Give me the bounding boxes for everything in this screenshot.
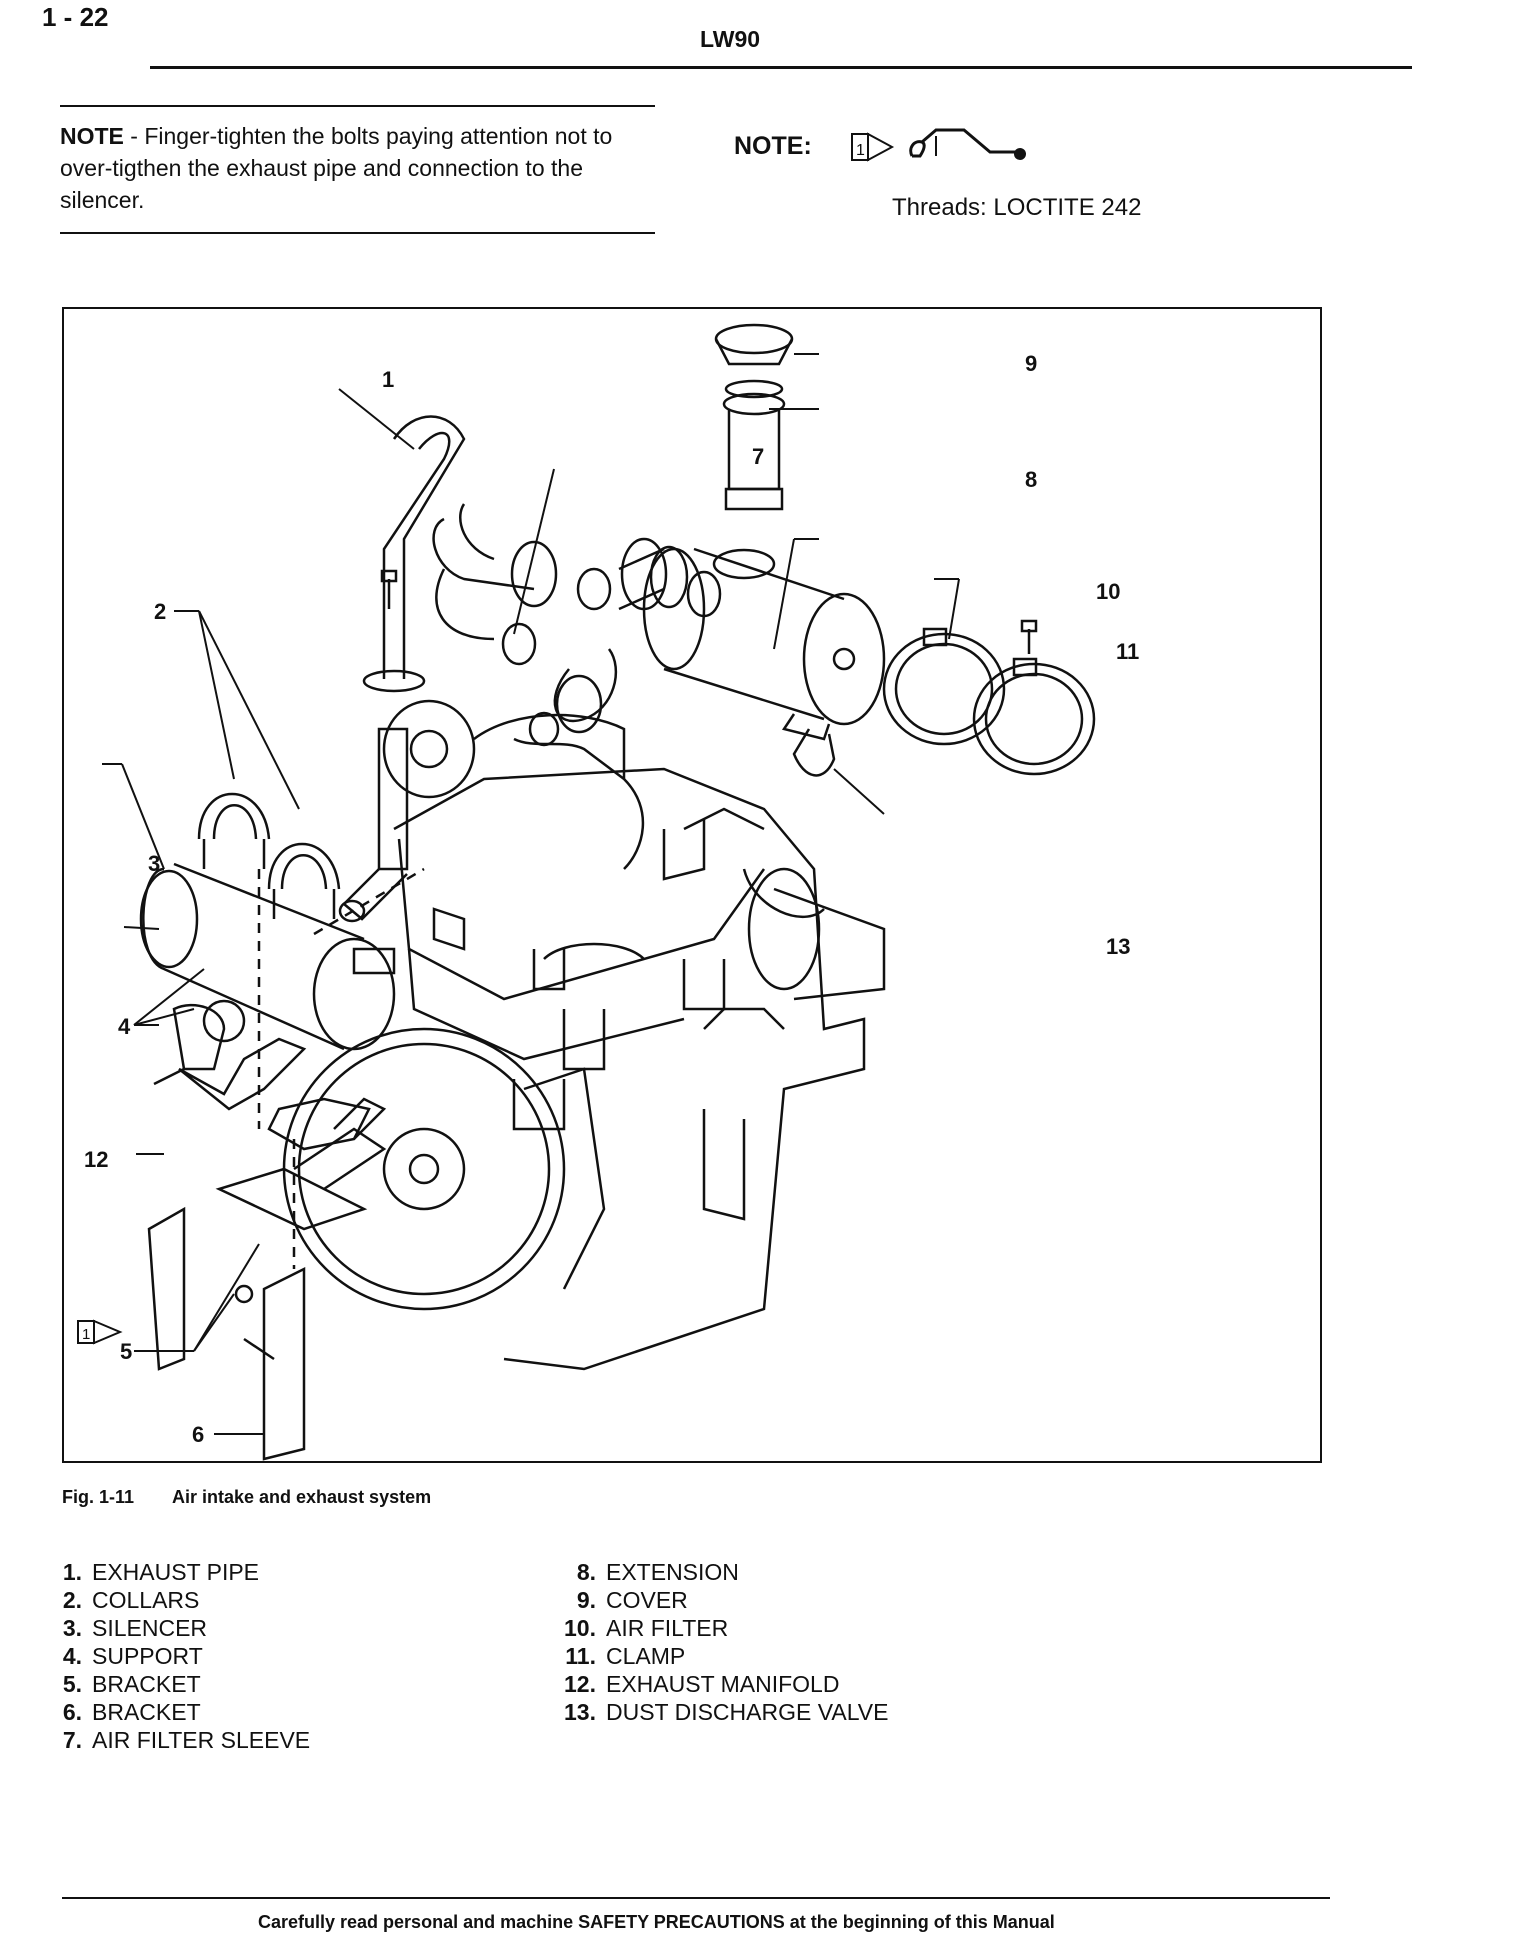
parts-legend-right: 8. EXTENSION 9. COVER 10. AIR FILTER 11. CLA… — [542, 1558, 888, 1726]
legend-item-label: BRACKET — [92, 1671, 201, 1697]
legend-item: 10. AIR FILTER — [542, 1614, 888, 1642]
legend-item-label: BRACKET — [92, 1699, 201, 1725]
legend-item: 8. EXTENSION — [542, 1558, 888, 1586]
callout-4: 4 — [118, 1014, 131, 1039]
figure-reference-symbol-number: 1 — [82, 1326, 90, 1343]
footer-safety-notice: Carefully read personal and machine SAFE… — [258, 1912, 1055, 1932]
figure-number: Fig. 1-11 — [62, 1487, 135, 1507]
figure-title: Air intake and exhaust system — [172, 1487, 432, 1507]
legend-item: 6. BRACKET — [42, 1698, 310, 1726]
legend-item-label: AIR FILTER — [606, 1615, 729, 1641]
legend-item-label: COVER — [606, 1587, 688, 1613]
legend-item-label: EXTENSION — [606, 1559, 739, 1585]
loctite-symbol-icon: 1 — [851, 128, 1026, 162]
legend-item-label: DUST DISCHARGE VALVE — [606, 1699, 889, 1725]
document-code: LW90 — [700, 26, 761, 52]
legend-item-label: CLAMP — [606, 1643, 686, 1669]
legend-item-number: 3. — [62, 1615, 82, 1641]
engine-exploded-drawing: 1 1 2 3 4 5 6 7 8 9 10 11 12 13 — [77, 323, 1139, 1461]
note-label: NOTE — [60, 123, 124, 149]
legend-item: 13. DUST DISCHARGE VALVE — [542, 1698, 888, 1726]
legend-item-number: 9. — [576, 1587, 596, 1613]
legend-item-number: 2. — [62, 1587, 82, 1613]
callout-11: 11 — [1116, 639, 1139, 664]
callout-5: 5 — [120, 1339, 132, 1364]
callout-3: 3 — [148, 851, 160, 876]
callout-8: 8 — [1025, 467, 1037, 492]
legend-item: 2. COLLARS — [42, 1586, 310, 1614]
legend-item: 9. COVER — [542, 1586, 888, 1614]
legend-item-label: SILENCER — [92, 1615, 208, 1641]
figure-air-intake-exhaust: 1 1 2 3 4 5 6 7 8 9 10 11 12 13 — [62, 307, 1322, 1463]
legend-item: 4. SUPPORT — [42, 1642, 310, 1670]
callout-6: 6 — [192, 1422, 204, 1447]
legend-item: 1. EXHAUST PIPE — [42, 1558, 310, 1586]
legend-item-label: COLLARS — [92, 1587, 200, 1613]
note-text: - Finger-tighten the bolts paying attent… — [60, 123, 613, 213]
loctite-symbol-number: 1 — [856, 142, 865, 159]
legend-item-number: 8. — [576, 1559, 596, 1585]
legend-item-number: 11. — [565, 1643, 596, 1669]
legend-item: 3. SILENCER — [42, 1614, 310, 1642]
legend-item-number: 6. — [62, 1699, 82, 1725]
note-bottom-rule — [60, 232, 655, 234]
legend-item: 11. CLAMP — [542, 1642, 888, 1670]
legend-item: 5. BRACKET — [42, 1670, 310, 1698]
header-rule — [150, 66, 1412, 69]
legend-item-number: 1. — [62, 1559, 82, 1585]
legend-item-number: 7. — [62, 1727, 82, 1753]
figure-caption: Fig. 1-11 Air intake and exhaust system — [62, 1487, 431, 1508]
note-finger-tighten: NOTE - Finger-tighten the bolts paying a… — [60, 120, 650, 216]
legend-item-number: 5. — [62, 1671, 82, 1697]
legend-item-number: 13. — [564, 1699, 596, 1725]
footer-rule — [62, 1897, 1330, 1899]
callout-13: 13 — [1106, 934, 1130, 959]
parts-legend-left: 1. EXHAUST PIPE 2. COLLARS 3. SILENCER 4. SU… — [42, 1558, 310, 1754]
page-number: 1 - 22 — [42, 2, 109, 32]
legend-item-label: EXHAUST MANIFOLD — [606, 1671, 840, 1697]
callout-2: 2 — [154, 599, 166, 624]
legend-item-number: 12. — [564, 1671, 596, 1697]
legend-item-label: EXHAUST PIPE — [92, 1559, 260, 1585]
callout-7: 7 — [752, 444, 764, 469]
callout-1: 1 — [382, 367, 394, 392]
callout-12: 12 — [84, 1147, 108, 1172]
legend-item: 12. EXHAUST MANIFOLD — [542, 1670, 888, 1698]
note-threads-label: NOTE: — [734, 132, 812, 160]
legend-item-label: AIR FILTER SLEEVE — [92, 1727, 311, 1753]
legend-item-label: SUPPORT — [92, 1643, 203, 1669]
callout-10: 10 — [1096, 579, 1120, 604]
legend-item-number: 4. — [62, 1643, 82, 1669]
legend-item: 7. AIR FILTER SLEEVE — [42, 1726, 310, 1754]
note-top-rule — [60, 105, 655, 107]
callout-9: 9 — [1025, 351, 1037, 376]
legend-item-number: 10. — [564, 1615, 596, 1641]
threads-loctite: Threads: LOCTITE 242 — [892, 194, 1142, 221]
